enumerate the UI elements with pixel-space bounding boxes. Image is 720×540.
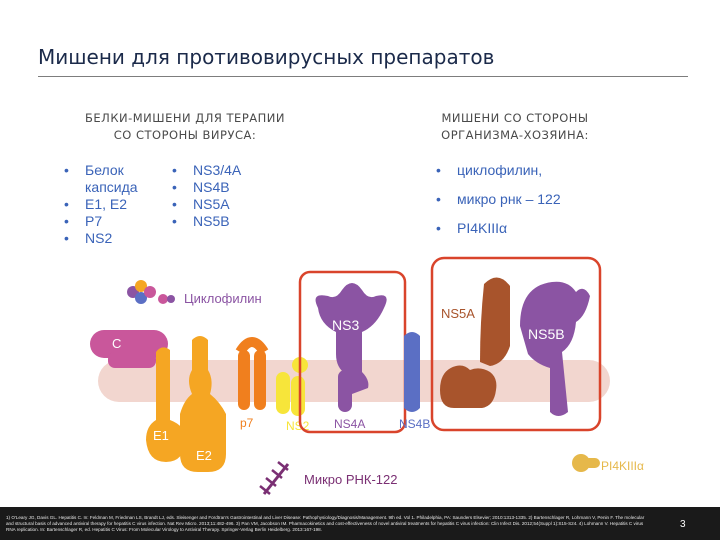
list-item: P7 <box>62 213 170 230</box>
e2-protein <box>180 336 226 472</box>
cyclophilin-label: Циклофилин <box>184 291 262 306</box>
virus-list-a: Белок капсида E1, E2 P7 NS2 <box>62 162 170 247</box>
list-item: NS5B <box>170 213 280 230</box>
e1-protein <box>146 347 186 462</box>
host-heading-line1: МИШЕНИ СО СТОРОНЫ <box>441 111 589 125</box>
ns5a-domain <box>480 277 510 366</box>
list-item: NS3/4A <box>170 162 280 179</box>
ns5b-label: NS5B <box>528 326 565 342</box>
ns5a-protein <box>440 365 497 408</box>
core-stem <box>108 352 156 368</box>
list-item: NS5A <box>170 196 280 213</box>
host-highlight-box <box>430 256 602 432</box>
virus-heading-line2: СО СТОРОНЫ ВИРУСА: <box>113 128 257 142</box>
list-item: NS4B <box>170 179 280 196</box>
virus-list-b: NS3/4A NS4B NS5A NS5B <box>170 162 280 230</box>
core-protein <box>90 330 168 358</box>
e1-label: E1 <box>153 428 169 443</box>
page-number: 3 <box>680 519 686 530</box>
cyclophilin-icon <box>127 280 175 304</box>
list-item: Белок капсида <box>62 162 170 196</box>
mirna-label: Микро РНК-122 <box>304 472 398 487</box>
e2-label: E2 <box>196 448 212 463</box>
ns3-protein <box>315 283 387 394</box>
pi4k-label: PI4KIIIα <box>601 459 644 473</box>
ns5a-label: NS5A <box>441 306 475 321</box>
footer-bar <box>0 507 720 540</box>
ns4a-label: NS4A <box>334 417 365 431</box>
ns4a-stem <box>338 370 352 412</box>
list-item: циклофилин, <box>434 162 664 179</box>
ns4b-label: NS4B <box>399 417 430 431</box>
virus-targets-heading: БЕЛКИ-МИШЕНИ ДЛЯ ТЕРАПИИ СО СТОРОНЫ ВИРУ… <box>60 110 310 144</box>
ns3-label: NS3 <box>332 317 359 333</box>
list-item: PI4KIIIα <box>434 220 664 237</box>
slide-title: Мишени для противовирусных препаратов <box>38 45 495 69</box>
mirna-icon <box>259 461 290 495</box>
list-item: микро рнк – 122 <box>434 191 664 208</box>
references: 1) O'Leary JG, Davis GL. Hepatitis C. In… <box>6 515 645 532</box>
ns4b-protein <box>404 332 420 412</box>
core-label: C <box>112 336 121 351</box>
host-heading-line2: ОРГАНИЗМА-ХОЗЯИНА: <box>441 128 589 142</box>
title-underline <box>38 76 688 77</box>
hcv-target-diagram: Циклофилин C E1 E2 p7 NS2 NS3 NS4A NS4B … <box>90 256 644 495</box>
host-targets-heading: МИШЕНИ СО СТОРОНЫ ОРГАНИЗМА-ХОЗЯИНА: <box>390 110 640 144</box>
virus-heading-line1: БЕЛКИ-МИШЕНИ ДЛЯ ТЕРАПИИ <box>85 111 285 125</box>
p7-protein <box>235 337 269 410</box>
list-item: NS2 <box>62 230 170 247</box>
list-item: E1, E2 <box>62 196 170 213</box>
pi4k-icon <box>572 454 600 472</box>
ns5b-protein <box>520 281 590 416</box>
p7-label: p7 <box>240 416 254 430</box>
host-list: циклофилин, микро рнк – 122 PI4KIIIα <box>434 162 664 249</box>
